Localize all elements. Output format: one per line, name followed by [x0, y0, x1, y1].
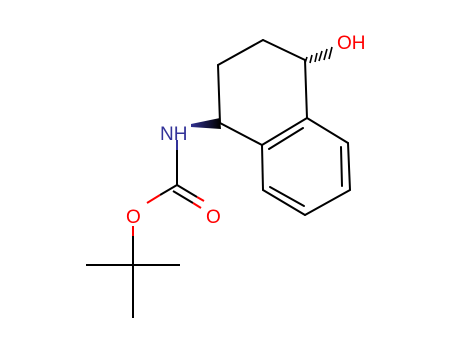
bond-c8a-c1 — [219, 122, 263, 146]
amine-label: NH — [160, 124, 187, 145]
bond-c7-c8 — [262, 189, 306, 216]
bond-c6-c6-inner — [340, 146, 343, 187]
bond-carbonyl-oxo-1b — [196, 196, 205, 202]
bond-c4a-c5 — [306, 117, 349, 144]
bond-c6-c7 — [304, 189, 351, 216]
carbamate-bonds — [86, 140, 205, 318]
bond-c8a-c4a-inner — [268, 127, 304, 150]
bond-c4-c4a — [304, 59, 308, 119]
bond-carbonyl-oxo-2 — [172, 190, 194, 204]
bond-c8a-c4a — [261, 117, 308, 146]
bond-c2-c3 — [217, 39, 264, 66]
bond-c3-c4 — [262, 39, 306, 61]
bond-carbonyl-oxo-2b — [192, 202, 202, 209]
bond-c8-c8a — [261, 144, 264, 191]
hydroxyl-label: OH — [337, 33, 366, 54]
bond-carbonyl-oxo-1 — [176, 184, 198, 198]
bond-c5-c6 — [347, 142, 351, 191]
solid-wedge-nh — [191, 118, 221, 129]
benzene-ring-bonds — [261, 117, 351, 216]
cyclohexene-ring-bonds — [217, 39, 308, 146]
hashed-wedge-oh — [304, 46, 333, 64]
bond-c7-c8-inner — [269, 186, 305, 207]
ester-oxygen-label: O — [126, 207, 141, 228]
bond-carbonyl-oester-b — [146, 194, 161, 204]
bond-carbonyl-oester-a — [159, 184, 178, 196]
bond-c1-c2 — [217, 64, 221, 124]
carbonyl-oxygen-label: O — [206, 207, 221, 228]
